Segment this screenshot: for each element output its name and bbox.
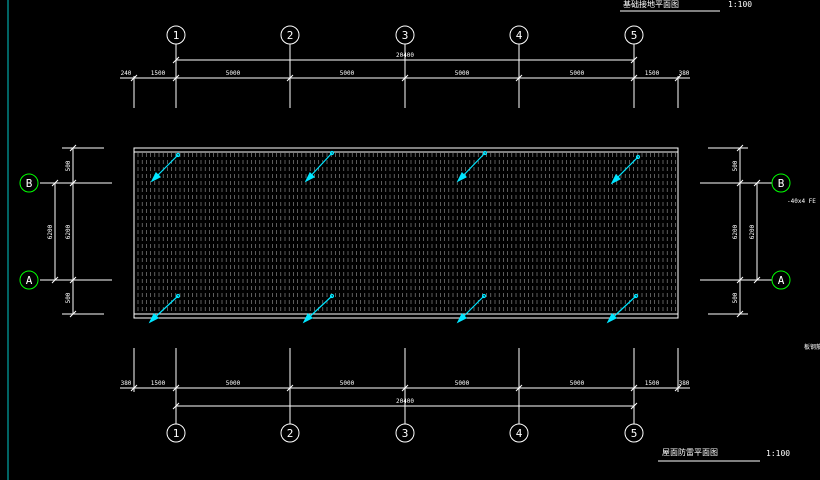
axis-label: 2: [287, 29, 294, 42]
bottom-dim-seg: 5000: [570, 380, 585, 387]
axis-bubble-5-bottom: 5: [624, 423, 644, 443]
axis-bubble-1-bottom: 1: [166, 423, 186, 443]
lightning-rod-top-1: [150, 152, 181, 183]
bottom-dim-seg: 5000: [340, 380, 355, 387]
bottom-dim-seg: 5000: [226, 380, 241, 387]
lightning-rod-top-4: [610, 154, 641, 185]
bottom-dim-seg: 380: [679, 380, 690, 387]
top-scale: 1:100: [728, 0, 752, 9]
axis-bubble-b-right: B: [771, 173, 791, 193]
top-dim-seg: 5000: [570, 70, 585, 77]
side-note-rebar: 板钢筋: [804, 343, 820, 351]
axis-bubble-2-bottom: 2: [280, 423, 300, 443]
top-axis-lines: [133, 44, 679, 108]
axis-label: B: [778, 177, 785, 190]
axis-bubble-4-bottom: 4: [509, 423, 529, 443]
right-dim-top: 500: [732, 160, 739, 171]
top-segment-dimension: 240 1500 5000 5000 5000 5000 1500 380: [120, 70, 690, 82]
top-total-label: 20400: [396, 52, 414, 59]
top-dim-seg: 5000: [226, 70, 241, 77]
side-note-flat-steel: -40x4 FE: [787, 198, 816, 205]
right-dim-overall: 6200: [732, 224, 739, 239]
bottom-axis-lines: [133, 348, 679, 424]
bottom-scale: 1:100: [766, 449, 790, 458]
axis-bubble-4-top: 4: [509, 25, 529, 45]
axis-bubble-a-left: A: [19, 270, 39, 290]
lightning-rod-top-3: [456, 150, 488, 183]
axis-label: 2: [287, 427, 294, 440]
left-dim-overall: 6200: [47, 224, 54, 239]
axis-label: 1: [173, 427, 180, 440]
axis-bubble-1-top: 1: [166, 25, 186, 45]
top-title: 基础接地平面图: [623, 0, 679, 9]
top-dim-seg: 1500: [151, 70, 166, 77]
left-dim-top: 500: [65, 160, 72, 171]
right-dim-inner: 6200: [749, 224, 756, 239]
axis-label: 5: [631, 29, 638, 42]
right-dim-bottom: 500: [732, 292, 739, 303]
lightning-rods: [148, 150, 641, 324]
axis-bubble-a-right: A: [771, 270, 791, 290]
top-dim-seg: 5000: [455, 70, 470, 77]
bottom-segment-dimension: 380 1500 5000 5000 5000 5000 1500 380: [120, 380, 690, 392]
top-dim-seg: 1500: [645, 70, 660, 77]
bottom-dim-seg: 5000: [455, 380, 470, 387]
axis-bubble-2-top: 2: [280, 25, 300, 45]
bottom-title: 屋面防雷平面图: [662, 447, 718, 457]
roof-panel-hatch: [137, 153, 676, 313]
axis-label: 4: [516, 427, 523, 440]
top-total-dimension: 20400: [172, 52, 638, 64]
top-dim-seg: 380: [679, 70, 690, 77]
lightning-rod-top-2: [304, 150, 335, 183]
bottom-dim-seg: 1500: [645, 380, 660, 387]
axis-label: 3: [402, 427, 409, 440]
lightning-rod-bottom-2: [302, 293, 335, 324]
bottom-total-dimension: 20400: [172, 398, 638, 410]
bottom-dim-seg: 1500: [151, 380, 166, 387]
left-dim-bottom: 500: [65, 292, 72, 303]
axis-label: B: [26, 177, 33, 190]
axis-bubble-b-left: B: [19, 173, 39, 193]
lightning-rod-bottom-4: [606, 293, 639, 324]
bottom-axis-bubbles: 1 2 3 4 5: [166, 423, 644, 443]
axis-label: 3: [402, 29, 409, 42]
top-dim-seg: 240: [121, 70, 132, 77]
left-dim-inner: 6200: [65, 224, 72, 239]
axis-label: 4: [516, 29, 523, 42]
left-dimension-lines: [40, 144, 112, 318]
right-dimension-lines: [700, 144, 772, 318]
roof-plan[interactable]: [133, 147, 679, 319]
roof-outline: [133, 147, 679, 319]
axis-label: 5: [631, 427, 638, 440]
axis-bubble-5-top: 5: [624, 25, 644, 45]
bottom-dim-seg: 380: [121, 380, 132, 387]
top-dim-seg: 5000: [340, 70, 355, 77]
axis-bubble-3-bottom: 3: [395, 423, 415, 443]
top-axis-bubbles: 1 2 3 4 5: [166, 25, 644, 45]
lightning-rod-bottom-1: [148, 293, 181, 324]
lightning-rod-bottom-3: [456, 293, 487, 324]
axis-label: A: [778, 274, 785, 287]
bottom-total-label: 20400: [396, 398, 414, 405]
axis-label: A: [26, 274, 33, 287]
axis-bubble-3-top: 3: [395, 25, 415, 45]
axis-label: 1: [173, 29, 180, 42]
